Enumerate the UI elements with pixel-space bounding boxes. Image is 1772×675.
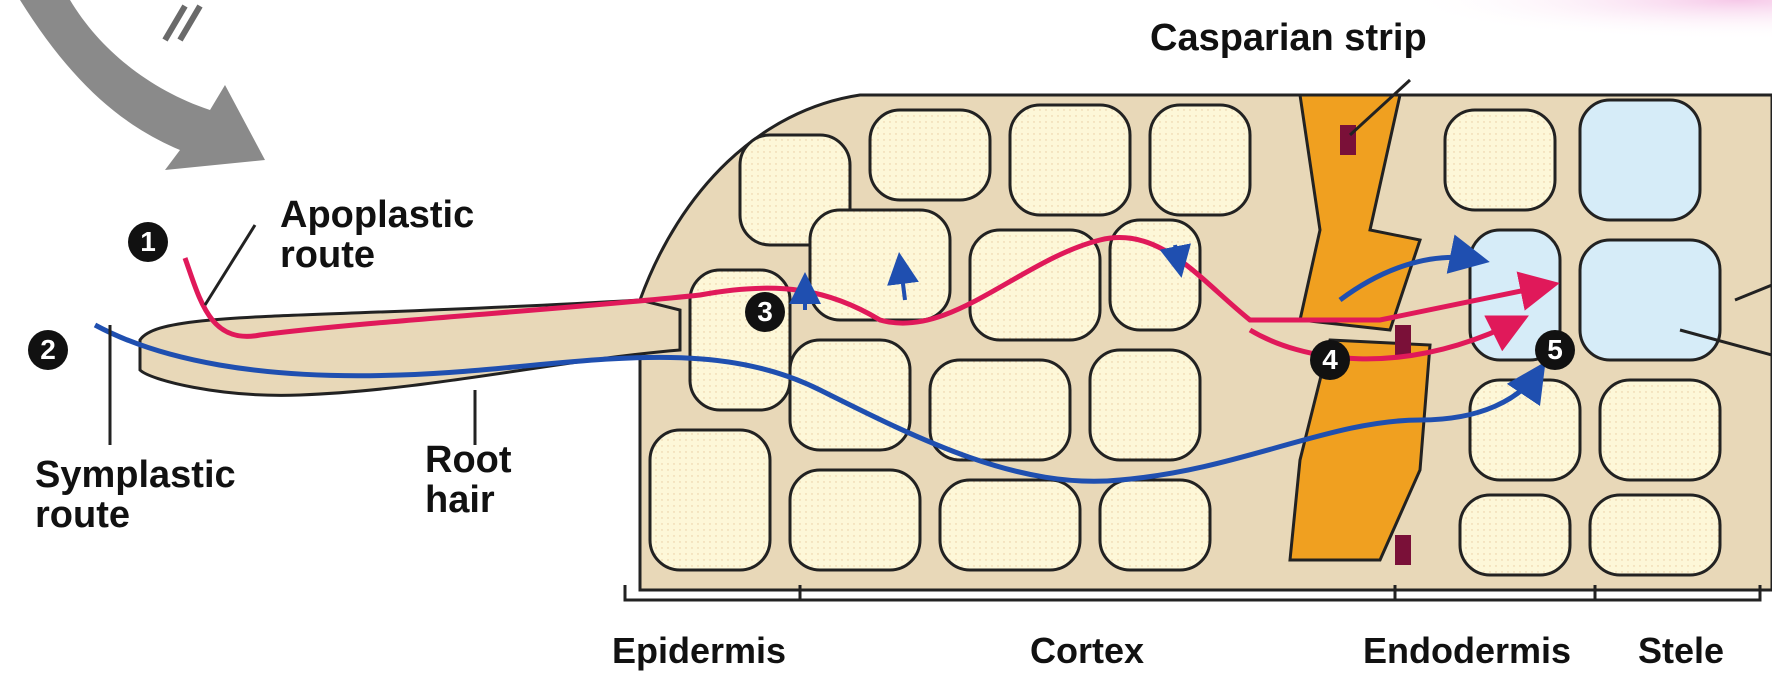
root-hair-shape	[140, 300, 680, 395]
stele-label: Stele	[1638, 632, 1724, 670]
root-hair-label-line1: Root	[425, 440, 512, 480]
symplastic-route-label-line1: Symplastic	[35, 455, 236, 495]
epidermis-label: Epidermis	[612, 632, 786, 670]
endodermis-label: Endodermis	[1363, 632, 1571, 670]
casparian-strip-label: Casparian strip	[1150, 18, 1427, 58]
step-marker-2: 2	[28, 330, 68, 370]
slash-mark-icon	[165, 6, 200, 40]
apoplastic-route-label-line1: Apoplastic	[280, 195, 474, 235]
step-marker-1: 1	[128, 222, 168, 262]
root-hair-label-line2: hair	[425, 480, 495, 520]
step-marker-3: 3	[745, 292, 785, 332]
cortex-label: Cortex	[1030, 632, 1144, 670]
apoplastic-route-label-line2: route	[280, 235, 375, 275]
water-entry-arrow	[20, 0, 265, 170]
step-marker-4: 4	[1310, 340, 1350, 380]
symplastic-route-label-line2: route	[35, 495, 130, 535]
step-marker-5: 5	[1535, 330, 1575, 370]
